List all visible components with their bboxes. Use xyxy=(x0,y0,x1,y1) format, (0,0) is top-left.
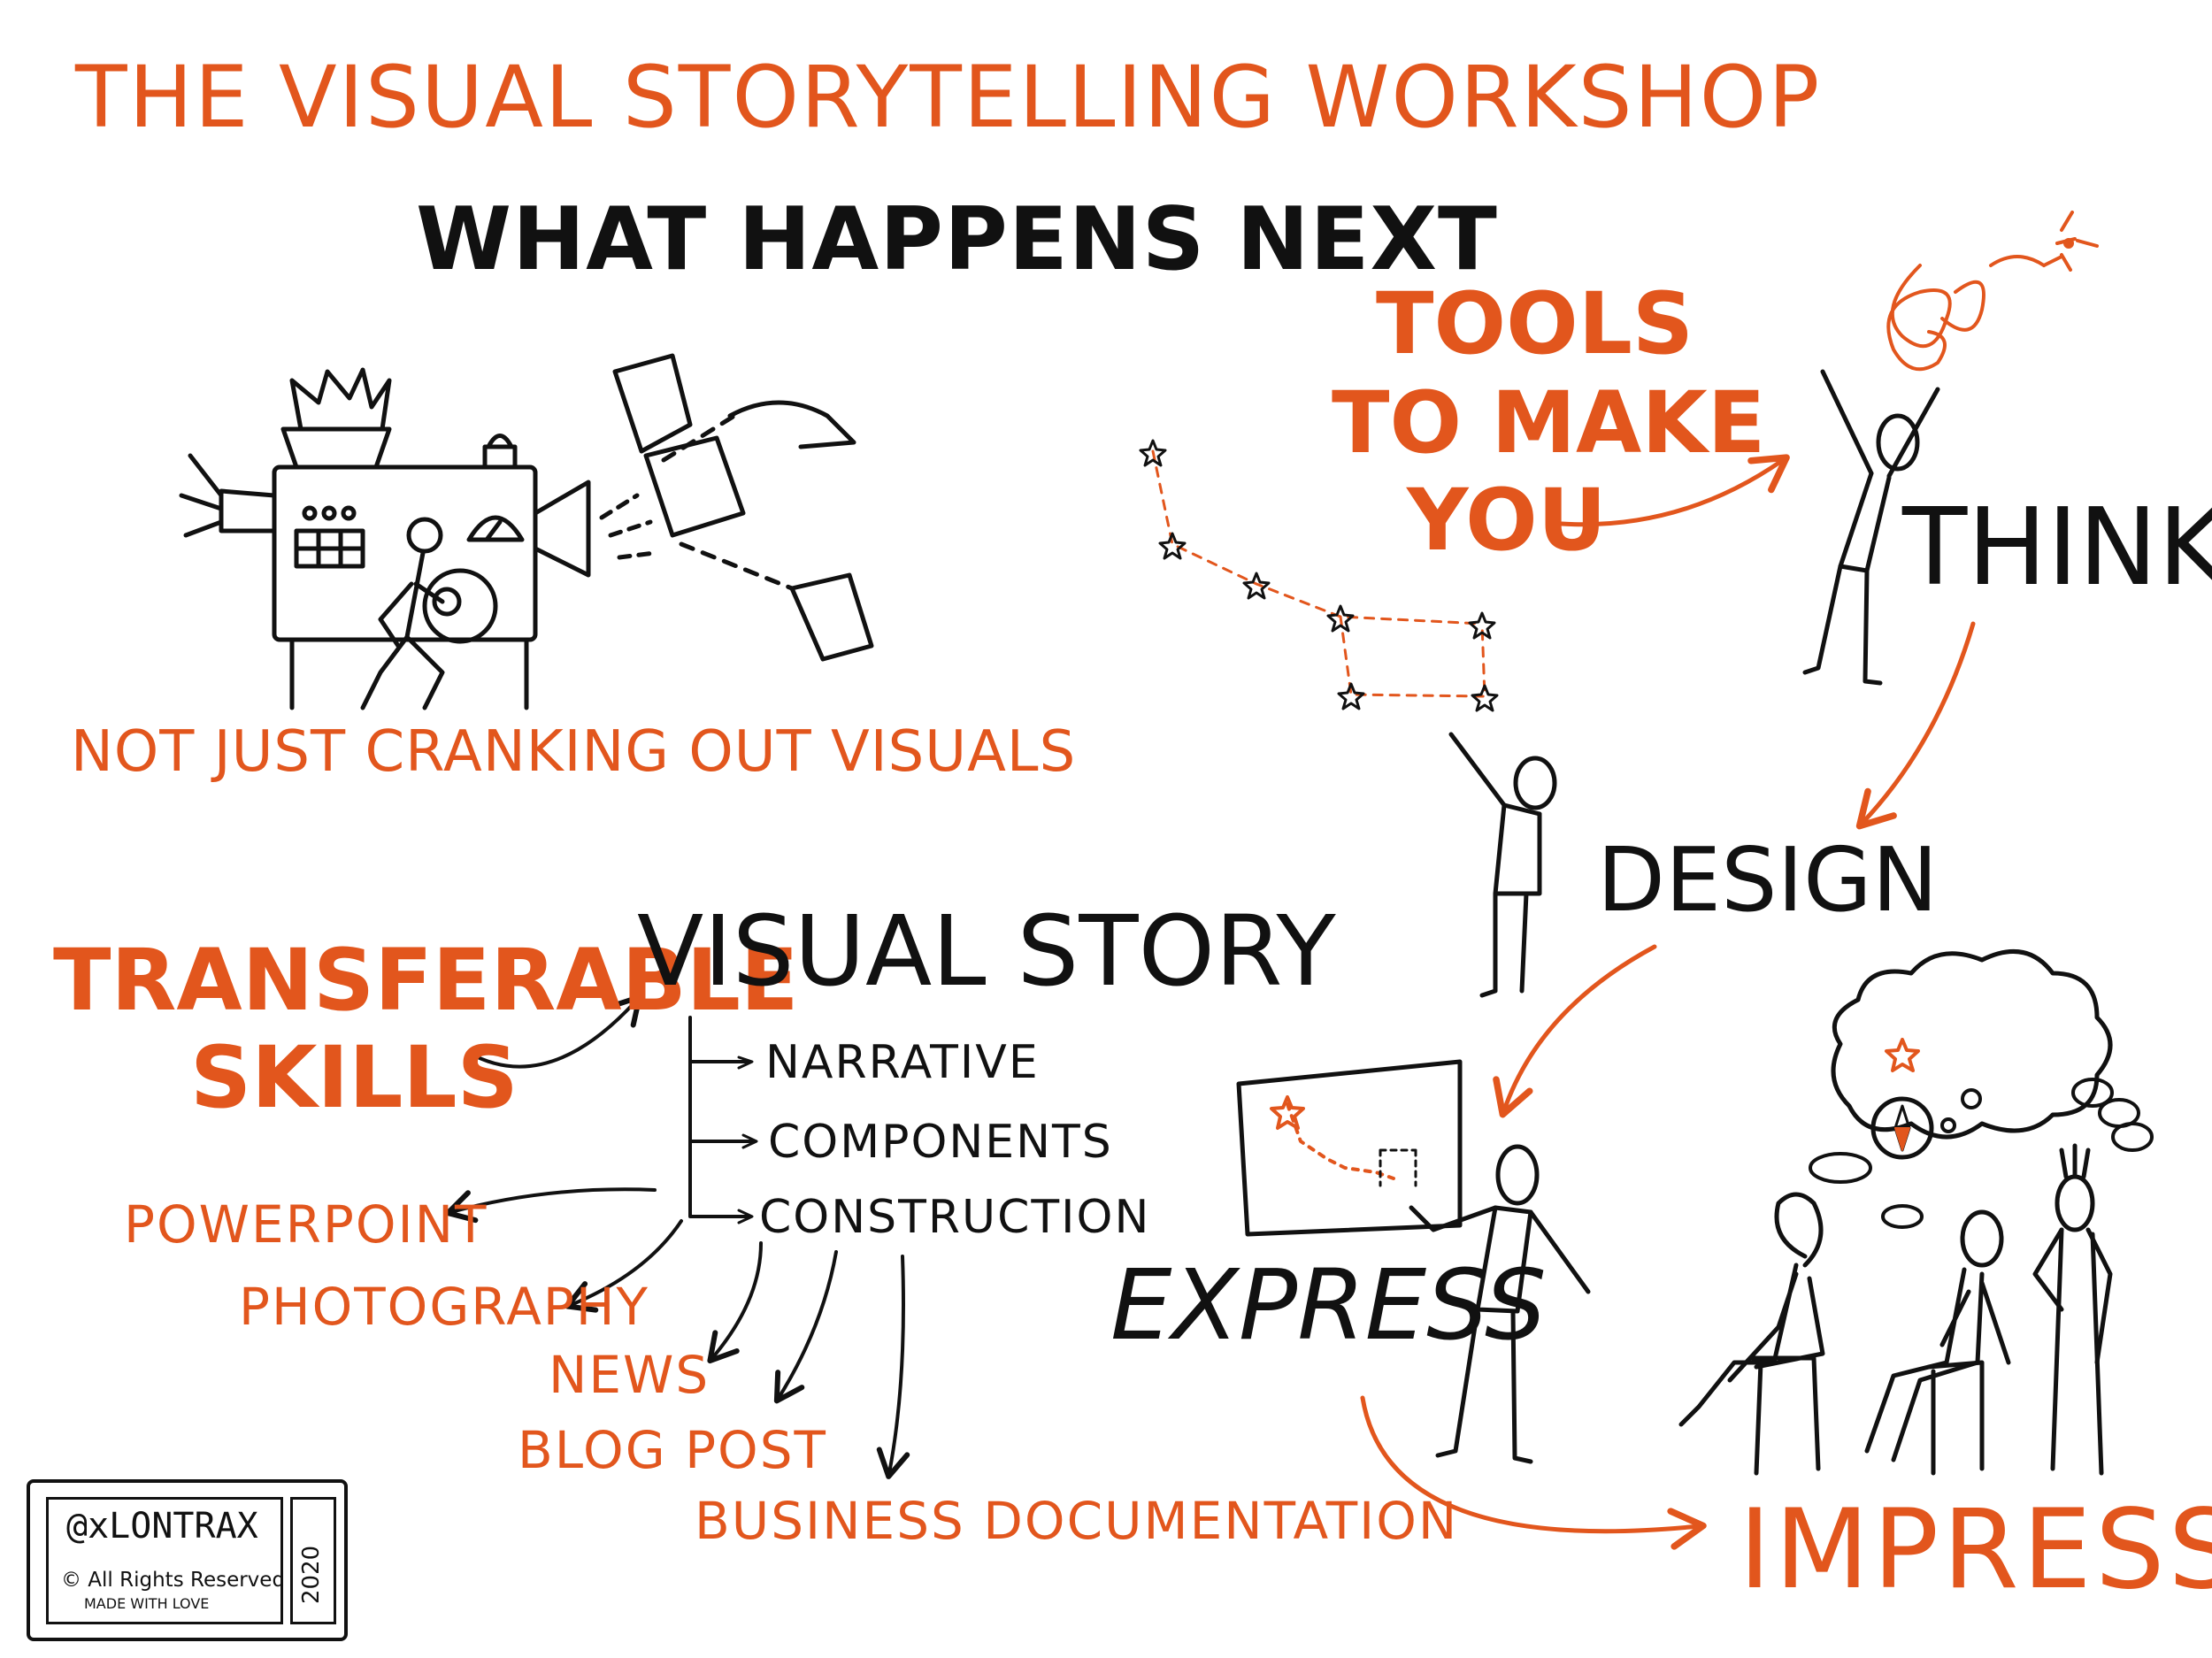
skills-tree xyxy=(445,994,910,1479)
author-handle: @xLONTRAX xyxy=(66,1506,258,1547)
story-item-narrative: NARRATIVE xyxy=(765,1036,1040,1089)
arrow-to-blog-post xyxy=(773,1250,838,1404)
stage-express: EXPRESS xyxy=(1110,1248,1547,1362)
skill-photography: PHOTOGRAPHY xyxy=(239,1277,649,1337)
skill-news: NEWS xyxy=(549,1345,710,1405)
presenter-figure-icon xyxy=(1236,1059,1591,1464)
tools-line-3: YOU xyxy=(1407,471,1607,570)
skill-business-documentation: BUSINESS DOCUMENTATION xyxy=(695,1491,1459,1551)
flow-arrows xyxy=(1360,454,1976,1550)
stage-design: DESIGN xyxy=(1597,828,1939,932)
skill-powerpoint: POWERPOINT xyxy=(124,1194,488,1255)
author-badge: @xLONTRAX © All Rights Reserved MADE WIT… xyxy=(27,1479,348,1641)
arrow-design-to-express xyxy=(1493,944,1657,1118)
stage-think: THINK xyxy=(1902,487,2212,610)
arrow-express-to-impress xyxy=(1360,1395,1707,1550)
arrow-tools-to-think xyxy=(1559,454,1790,527)
tools-line-1: TOOLS xyxy=(1376,274,1694,373)
arrow-skills-to-story xyxy=(467,994,642,1069)
arrow-to-business-documentation xyxy=(876,1255,910,1479)
arrow-to-photography xyxy=(565,1219,683,1313)
story-item-construction: CONSTRUCTION xyxy=(759,1191,1151,1244)
thinking-figure-icon xyxy=(1802,211,2099,686)
author-badge-year: 2020 xyxy=(290,1497,336,1624)
visual-machine-icon xyxy=(179,367,591,710)
arrow-to-news xyxy=(707,1241,763,1364)
audience-thinking-icon xyxy=(1678,948,2154,1476)
arrow-think-to-design xyxy=(1855,621,1976,830)
stage-impress: IMPRESS xyxy=(1739,1486,2212,1614)
constellation-icon xyxy=(1139,439,1499,712)
transferable-line-2: SKILLS xyxy=(190,1028,518,1127)
story-branches xyxy=(688,1016,754,1218)
transferable-line-1: TRANSFERABLE xyxy=(53,931,799,1030)
story-item-components: COMPONENTS xyxy=(768,1116,1113,1169)
page-title: THE VISUAL STORYTELLING WORKSHOP xyxy=(75,48,1822,147)
author-badge-main: @xLONTRAX © All Rights Reserved MADE WIT… xyxy=(46,1497,286,1624)
tools-line-2: TO MAKE xyxy=(1332,373,1766,472)
rights-text: © All Rights Reserved xyxy=(61,1569,286,1592)
made-with-love-text: MADE WITH LOVE xyxy=(84,1595,210,1612)
year-text: 2020 xyxy=(298,1545,325,1604)
designing-figure-icon xyxy=(1448,732,1557,998)
page-subtitle: WHAT HAPPENS NEXT xyxy=(416,189,1498,290)
arrow-to-powerpoint xyxy=(445,1187,657,1224)
machine-caption: NOT JUST CRANKING OUT VISUALS xyxy=(71,719,1077,785)
skill-blog-post: BLOG POST xyxy=(518,1420,827,1480)
flying-paper-icon xyxy=(599,353,874,662)
visual-story-heading: VISUAL STORY xyxy=(637,894,1336,1008)
